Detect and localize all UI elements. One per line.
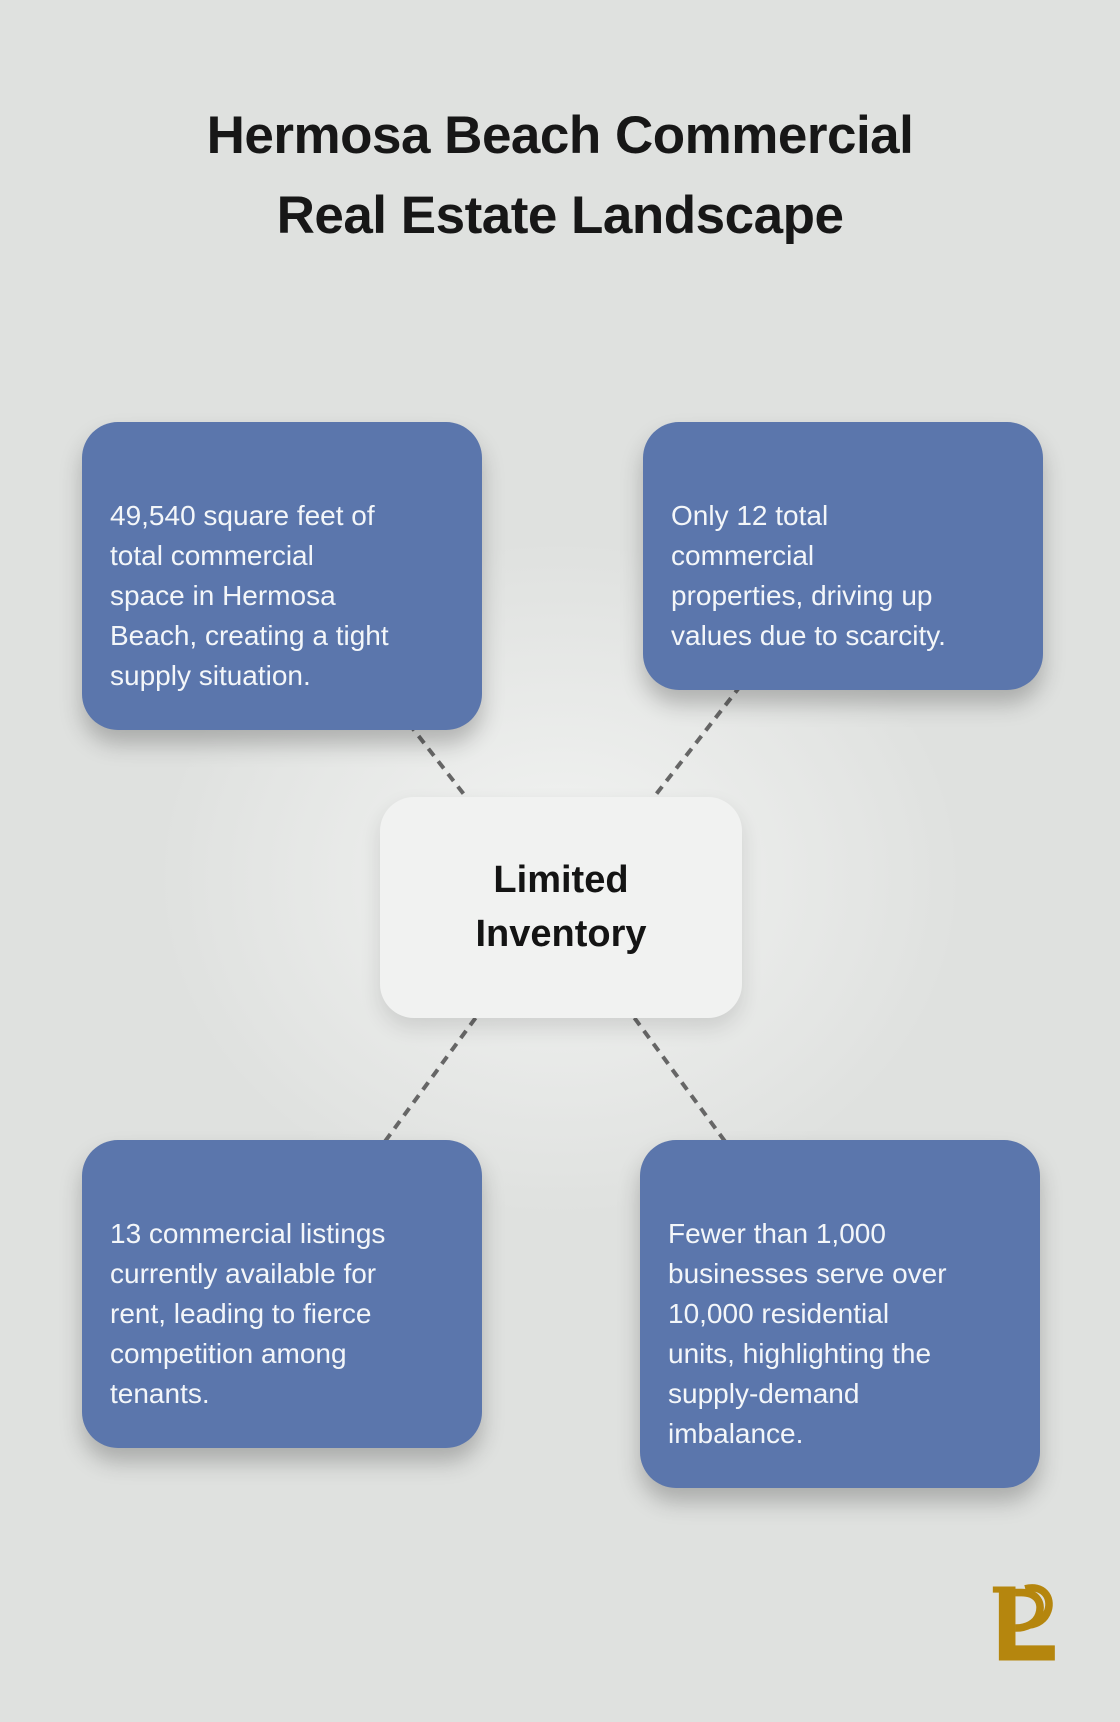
center-node: Limited Inventory: [380, 797, 742, 1018]
stat-node-bottom-left: 13 commercial listings currently availab…: [82, 1140, 482, 1448]
stat-node-top-left-text: 49,540 square feet of total commercial s…: [110, 500, 389, 691]
stat-node-bottom-left-text: 13 commercial listings currently availab…: [110, 1218, 386, 1409]
stat-node-top-left: 49,540 square feet of total commercial s…: [82, 422, 482, 730]
brand-logo-lp-monogram-icon: [992, 1584, 1055, 1661]
page-title: Hermosa Beach Commercial Real Estate Lan…: [206, 106, 914, 245]
connector-bottom-left-icon: [373, 1003, 487, 1157]
stat-node-top-right-text: Only 12 total commercial properties, dri…: [671, 500, 946, 651]
stat-node-bottom-right-text: Fewer than 1,000 businesses serve over 1…: [668, 1218, 947, 1449]
center-node-label: Limited Inventory: [475, 859, 647, 955]
stat-node-top-right: Only 12 total commercial properties, dri…: [643, 422, 1043, 690]
connector-bottom-right-icon: [623, 1003, 737, 1157]
stat-node-bottom-right: Fewer than 1,000 businesses serve over 1…: [640, 1140, 1040, 1488]
